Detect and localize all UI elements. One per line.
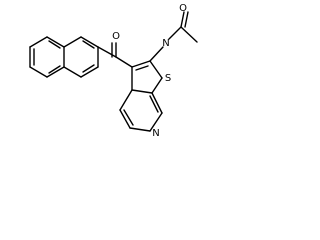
ketone-group: O — [97, 31, 120, 58]
amide-nitrogen-label: N — [162, 38, 169, 49]
pyridine-nitrogen-label: N — [152, 128, 159, 139]
acetamide-group: N O — [149, 3, 198, 62]
chemical-structure: O S N N O — [29, 3, 198, 139]
ketone-oxygen-label: O — [112, 31, 120, 42]
acetyl-oxygen-label: O — [179, 3, 187, 14]
thienopyridine-ring: S N — [115, 56, 171, 139]
naphthalene-ring — [29, 36, 99, 78]
thiophene-sulfur-label: S — [165, 73, 171, 84]
